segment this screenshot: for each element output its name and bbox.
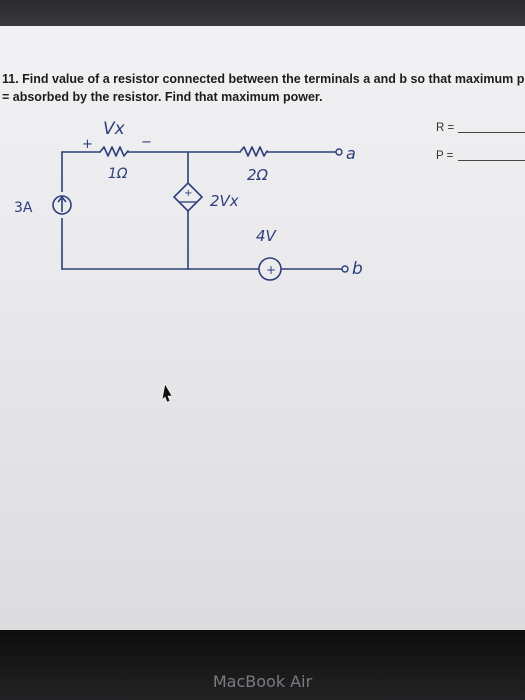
resistor-1-label: 1Ω — [108, 166, 128, 182]
vx-label: Vx — [103, 119, 126, 139]
resistor-2-squiggle — [239, 146, 268, 157]
laptop-bezel: MacBook Air — [0, 630, 525, 700]
terminal-a-node[interactable] — [335, 148, 343, 156]
answer-r-blank[interactable] — [458, 132, 525, 133]
answer-r-label: R = — [436, 122, 455, 134]
answer-p-row: P = — [436, 150, 525, 178]
circuit-diagram: + + Vx + − 1Ω 2Ω 3A 2Vx 4V a b — [14, 119, 363, 403]
answer-r-row: R = — [436, 122, 525, 150]
answer-p-blank[interactable] — [458, 160, 525, 161]
vx-plus-sign: + — [82, 137, 93, 152]
resistor-1-squiggle — [99, 146, 129, 157]
problem-line-1: 11. Find value of a resistor connected b… — [2, 72, 525, 86]
screen-top-edge — [0, 0, 525, 26]
voltage-source-plus: + — [266, 263, 276, 277]
terminal-a-label: a — [346, 144, 356, 163]
terminal-b-label: b — [352, 259, 363, 279]
problem-line-2: = absorbed by the resistor. Find that ma… — [2, 90, 323, 104]
laptop-brand-label: MacBook Air — [212, 672, 313, 691]
homework-page: 11. Find value of a resistor connected b… — [0, 26, 525, 630]
current-source-label: 3A — [14, 200, 33, 216]
answer-p-label: P = — [436, 150, 454, 162]
current-source-3a — [52, 192, 72, 218]
terminal-b-node[interactable] — [341, 265, 349, 273]
problem-statement: 11. Find value of a resistor connected b… — [2, 70, 525, 106]
vx-minus-sign: − — [141, 135, 152, 150]
dependent-voltage-source — [172, 181, 204, 213]
mouse-pointer-icon — [161, 383, 173, 403]
voltage-source-label: 4V — [256, 227, 278, 245]
answer-area: R = P = — [436, 122, 525, 178]
voltage-source-4v — [258, 257, 282, 281]
dependent-source-plus: + — [184, 188, 192, 199]
resistor-2-label: 2Ω — [247, 166, 269, 184]
dependent-source-label: 2Vx — [210, 192, 239, 210]
